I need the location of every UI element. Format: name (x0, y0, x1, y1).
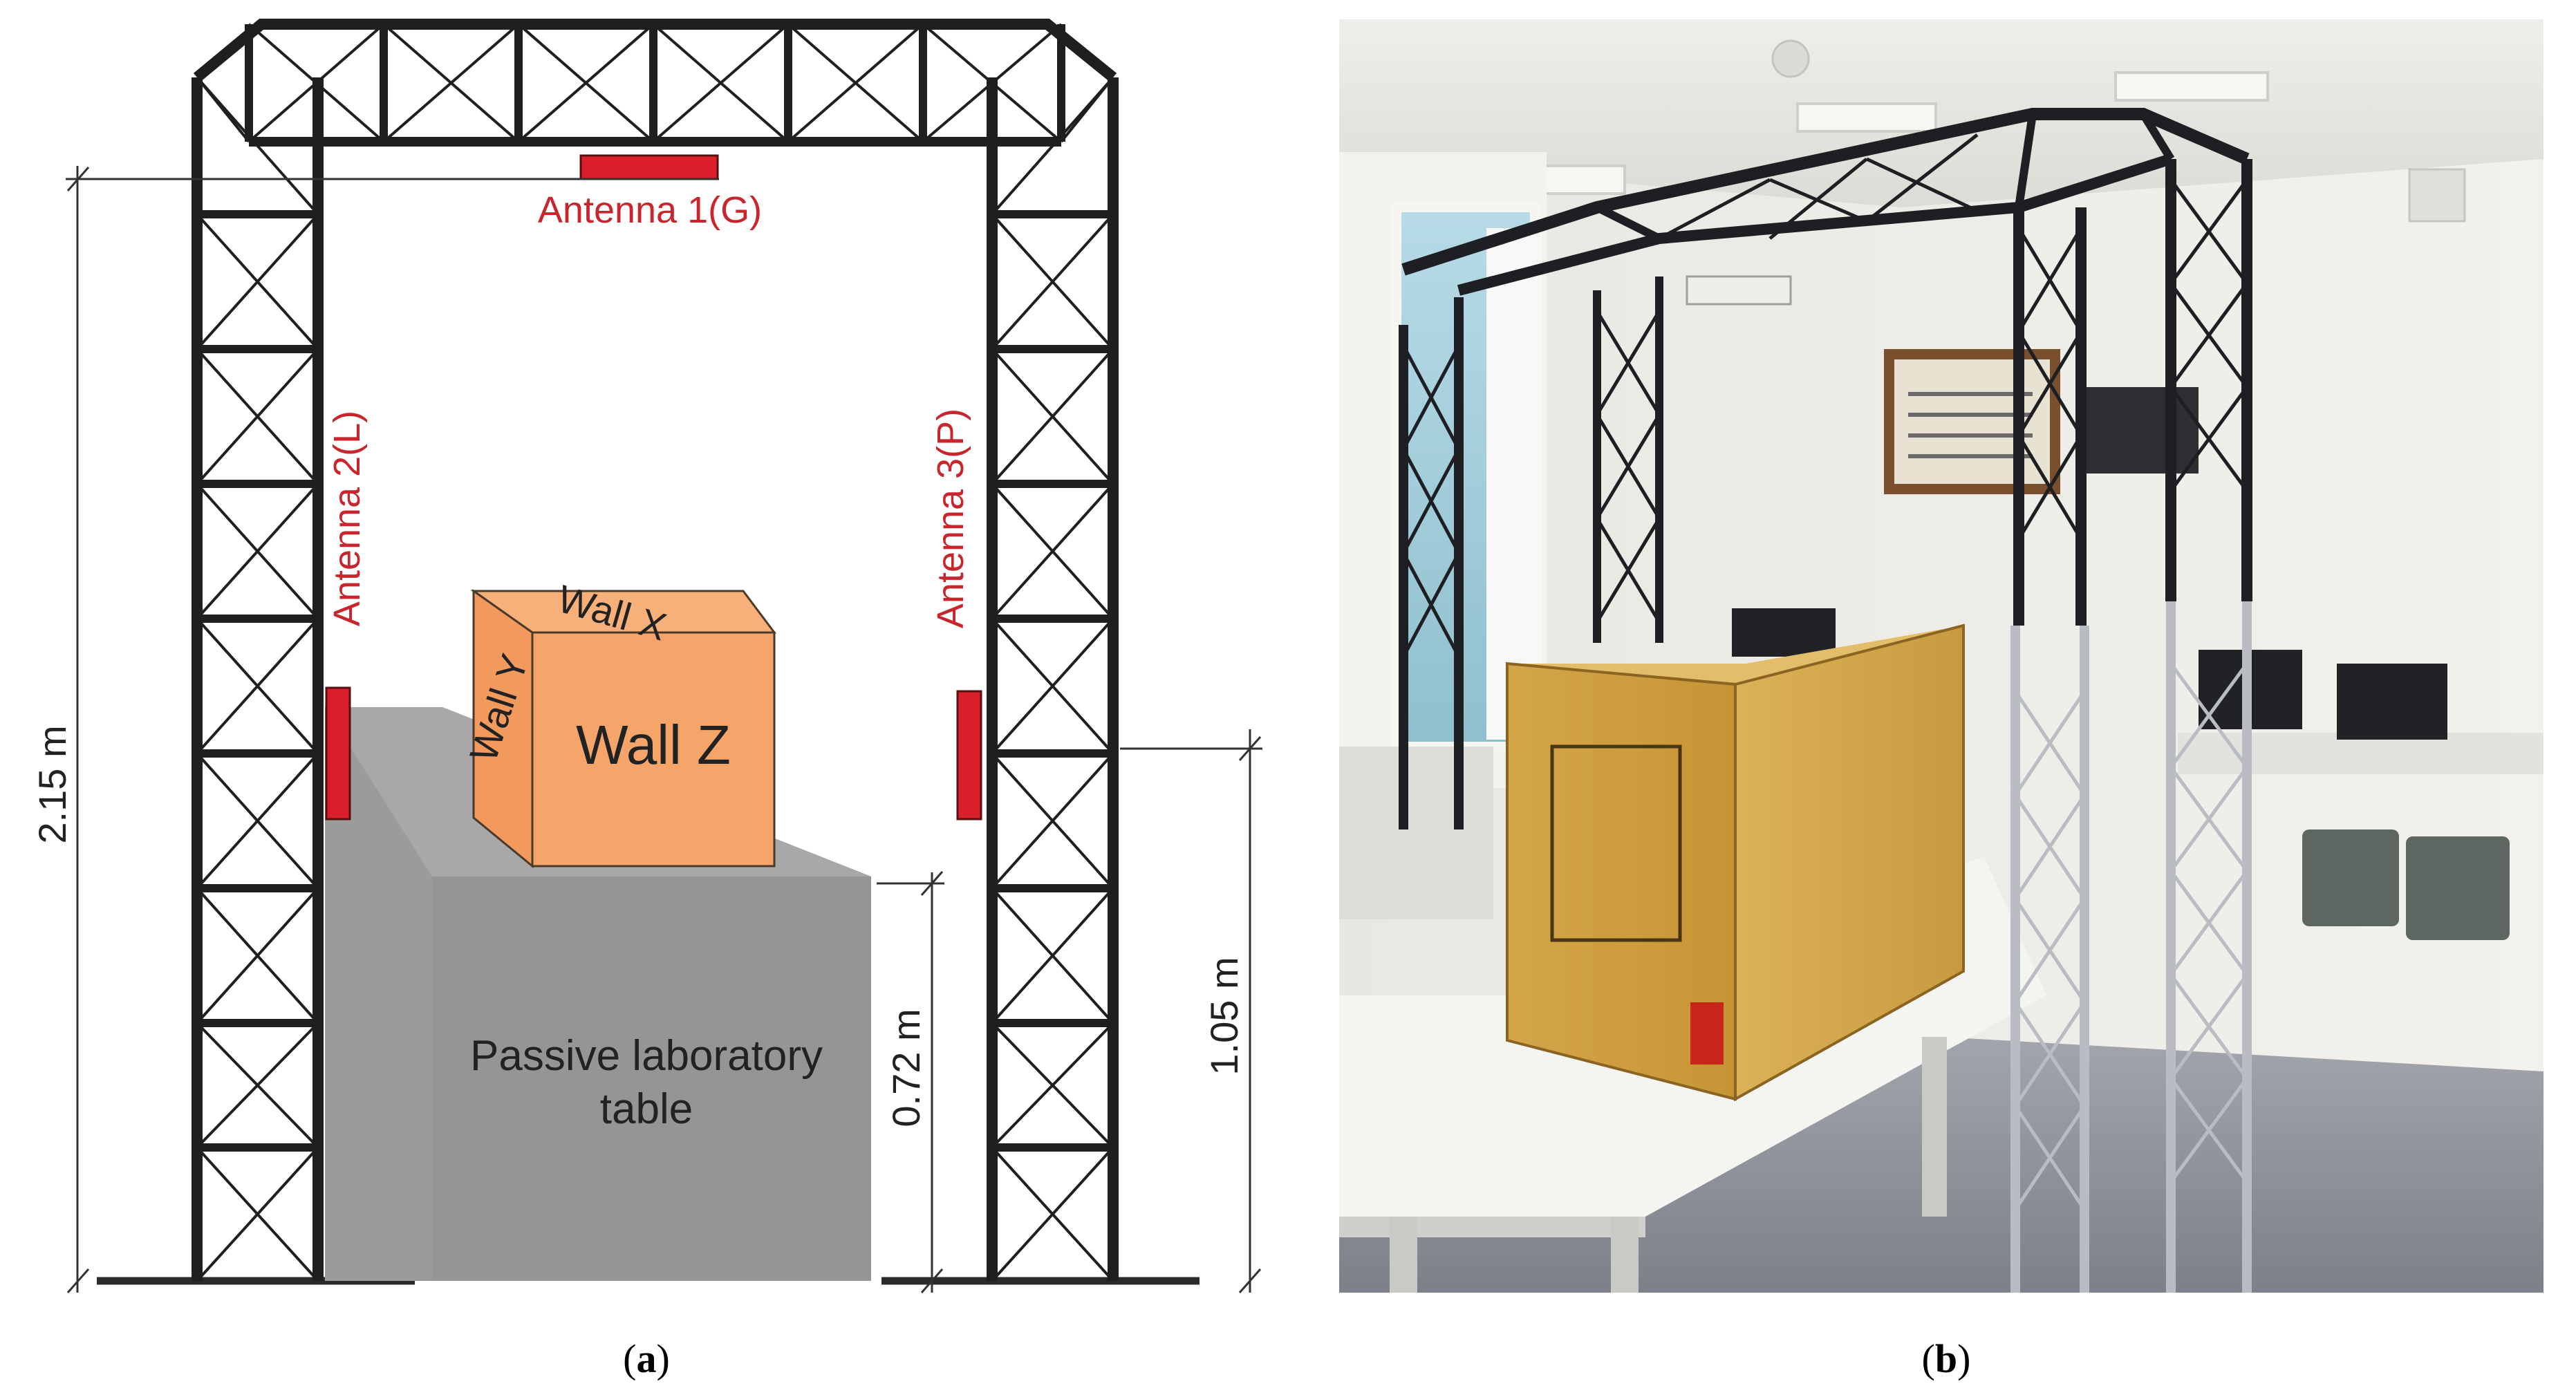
cardboard-box (470, 589, 776, 869)
caption-a: (a) (623, 1336, 670, 1381)
antenna-2-label: Antenna 2(L) (326, 411, 368, 626)
table-label-line1: Passive laboratory (470, 1032, 823, 1080)
panel-b-photo: (b) (1339, 19, 2544, 1381)
caption-a-letter: a (637, 1336, 657, 1381)
table-label-line2: table (600, 1085, 693, 1133)
caption-b: (b) (1922, 1336, 1971, 1381)
antenna-3-label: Antenna 3(P) (930, 409, 971, 628)
left-tower (192, 76, 324, 1282)
dimension-label-1-05: 1.05 m (1202, 957, 1246, 1075)
caption-b-letter: b (1935, 1336, 1957, 1381)
antenna-2-marker (325, 686, 351, 821)
wall-z-label: Wall Z (576, 714, 731, 776)
right-tower (987, 76, 1119, 1282)
top-truss (193, 19, 1117, 147)
panel-a-diagram: Antenna 1(G) Antenna 2(L) Antenna 3(P) W… (30, 19, 1262, 1381)
dimension-lines (66, 166, 1262, 1293)
antenna-3-marker (956, 690, 982, 821)
dimension-label-2-15: 2.15 m (30, 725, 74, 843)
antenna-1-label: Antenna 1(G) (538, 189, 762, 231)
dimension-label-0-72: 0.72 m (884, 1009, 928, 1127)
antenna-1-marker (579, 154, 719, 180)
